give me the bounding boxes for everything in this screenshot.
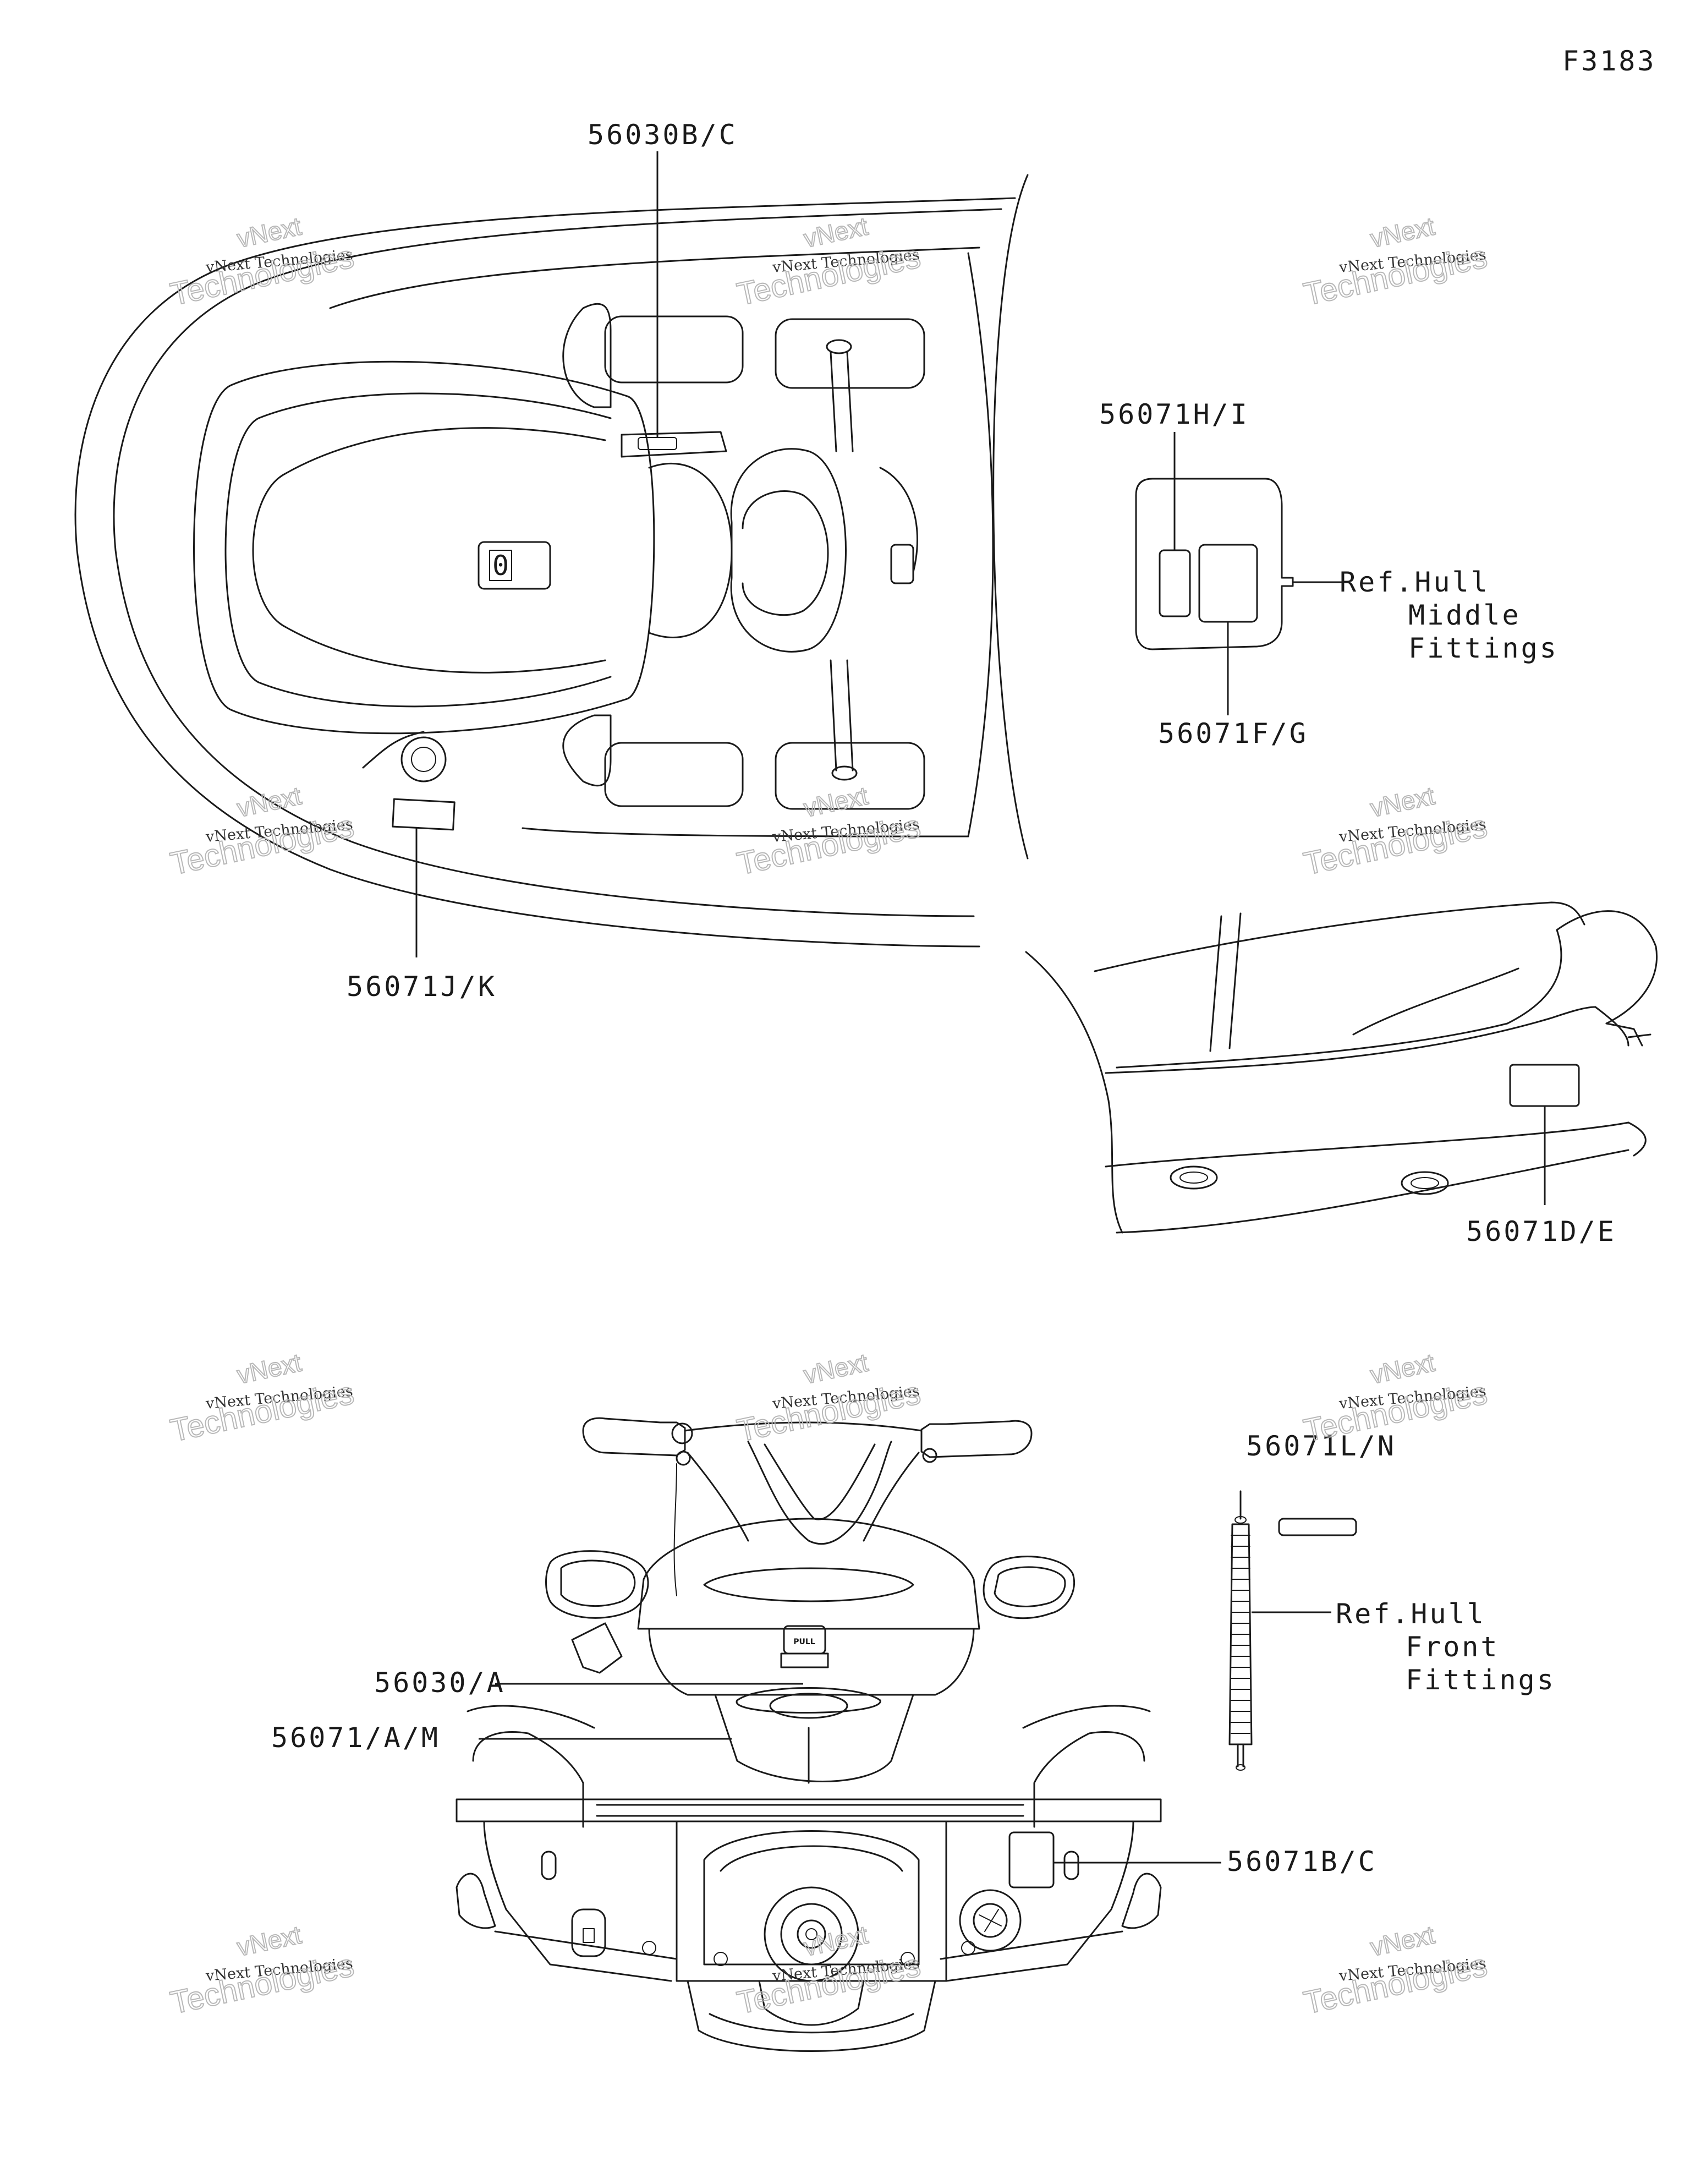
side-view-hull [1025,901,1658,1234]
svg-text:vNext: vNext [234,1920,304,1961]
svg-text:vNext: vNext [1368,1348,1437,1389]
svg-text:Technologies: Technologies [1301,239,1490,313]
callout-56071fg: 56071F/G [1158,718,1308,749]
front-fitting-detail [1228,1490,1357,1771]
svg-text:vNext: vNext [1368,211,1437,253]
svg-text:vNext: vNext [801,211,870,253]
svg-text:Technologies: Technologies [167,239,357,313]
svg-text:vNext: vNext [234,1348,304,1389]
watermark-ll: vNext vNext Technologies Technologies [167,1919,358,2021]
svg-text:Technologies: Technologies [734,239,924,313]
rear-view-watercraft: PULL [456,1417,1162,2052]
watermark-bc: vNext vNext Technologies Technologies [733,1347,924,1449]
callout-56071ln: 56071L/N [1246,1430,1396,1462]
svg-text:vNext: vNext [1368,1920,1437,1961]
callout-56030bc: 56030B/C [588,119,738,151]
figure-id: F3183 [1562,45,1656,77]
watermark-tr: vNext vNext Technologies Technologies [1300,211,1491,313]
svg-text:vNext: vNext [801,1920,870,1961]
svg-text:Technologies: Technologies [167,1375,357,1449]
callout-ref-hull-middle-2: Middle [1408,599,1521,631]
svg-text:Technologies: Technologies [167,1947,357,2021]
watermark-bl: vNext vNext Technologies Technologies [167,1347,358,1449]
watermark-mr: vNext vNext Technologies Technologies [1300,780,1491,882]
svg-text:Technologies: Technologies [734,1375,924,1449]
callout-ref-hull-front-3: Fittings [1406,1664,1556,1696]
callout-56071de: 56071D/E [1466,1216,1616,1247]
callout-56071am: 56071/A/M [271,1722,440,1754]
watermark-tc: vNext vNext Technologies Technologies [733,211,924,313]
svg-text:vNext: vNext [1368,781,1437,822]
svg-text:Technologies: Technologies [734,808,924,882]
callout-56071hi: 56071H/I [1099,398,1249,430]
watermark-tl: vNext vNext Technologies Technologies [167,211,358,313]
svg-text:vNext: vNext [234,781,304,822]
svg-text:vNext: vNext [801,1348,870,1389]
top-view-hull: 0 [74,174,1029,948]
watermark-lr: vNext vNext Technologies Technologies [1300,1919,1491,2021]
callout-ref-hull-middle-3: Fittings [1408,632,1559,664]
callout-56071jk: 56071J/K [347,971,497,1003]
latch-mark: 0 [492,550,511,582]
callout-56030a: 56030/A [374,1667,506,1699]
callout-ref-hull-middle-1: Ref.Hull [1340,566,1490,598]
svg-text:vNext: vNext [801,781,870,822]
callout-56071bc: 56071B/C [1227,1846,1377,1878]
svg-text:Technologies: Technologies [1301,1947,1490,2021]
watermark-ml: vNext vNext Technologies Technologies [167,780,358,882]
svg-text:Technologies: Technologies [1301,808,1490,882]
callout-ref-hull-front-1: Ref.Hull [1336,1598,1486,1630]
svg-text:Technologies: Technologies [167,808,357,882]
middle-fitting-detail [1135,478,1294,650]
callout-ref-hull-front-2: Front [1406,1631,1500,1663]
pull-decal-text: PULL [793,1638,815,1646]
watermark-lc: vNext vNext Technologies Technologies [733,1919,924,2021]
watermark-mc: vNext vNext Technologies Technologies [733,780,924,882]
